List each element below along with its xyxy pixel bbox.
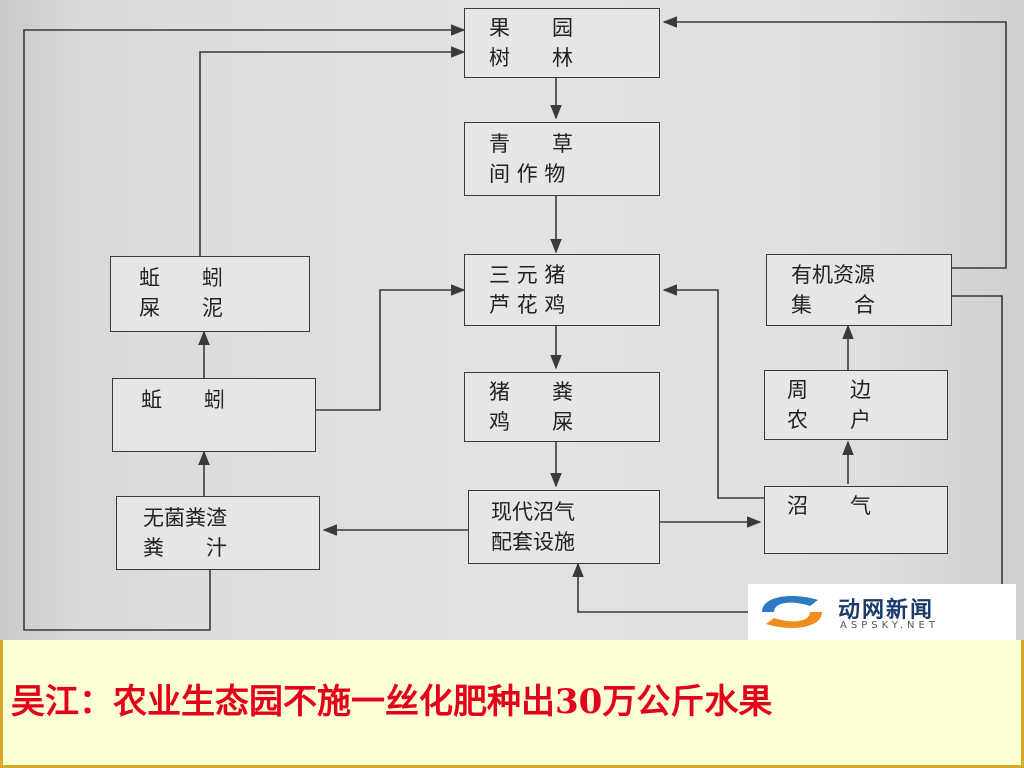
biogas-facility-line-1: 现代沼气 xyxy=(491,500,575,524)
manure-node: 猪 粪 鸡 屎 xyxy=(464,372,660,442)
arrow-biogas-to-livestock xyxy=(662,284,764,499)
diagram-photo: 果 园 树 林 青 草 间 作 物 三 元 猪 芦 花 鸡 猪 粪 鸡 屎 现代… xyxy=(0,0,1024,640)
earthworm-line-1: 蚯 蚓 xyxy=(141,388,225,412)
livestock-line-1: 三 元 猪 xyxy=(489,263,566,287)
orchard-node: 果 园 树 林 xyxy=(464,8,660,78)
manure-line-2: 鸡 屎 xyxy=(489,410,573,434)
biogas-node: 沼 气 xyxy=(764,486,948,554)
arrow-organic-to-facility xyxy=(572,295,1003,613)
earthworm-node: 蚯 蚓 xyxy=(112,378,316,452)
farmers-node: 周 边 农 户 xyxy=(764,370,948,440)
residue-line-2: 粪 汁 xyxy=(143,536,227,560)
arrow-castings-to-orchard xyxy=(199,46,466,256)
grass-node: 青 草 间 作 物 xyxy=(464,122,660,196)
news-logo: 动网新闻 ASPSKY.NET xyxy=(748,584,1016,640)
logo-swirl-icon xyxy=(762,596,822,628)
residue-node: 无菌粪渣 粪 汁 xyxy=(116,496,320,570)
caption-banner: 吴江：农业生态园不施一丝化肥种出30万公斤水果 xyxy=(0,640,1024,768)
orchard-line-2: 树 林 xyxy=(489,46,573,70)
worm-castings-node: 蚯 蚓 屎 泥 xyxy=(110,256,310,332)
castings-line-2: 屎 泥 xyxy=(139,296,223,320)
biogas-line-1: 沼 气 xyxy=(787,494,871,518)
farmers-line-1: 周 边 xyxy=(787,378,871,402)
logo-name: 动网新闻 xyxy=(838,598,935,623)
arrow-organic-to-orchard xyxy=(662,16,1007,269)
residue-line-1: 无菌粪渣 xyxy=(143,506,227,530)
flow-arrows xyxy=(23,16,1007,631)
manure-line-1: 猪 粪 xyxy=(489,380,573,404)
livestock-node: 三 元 猪 芦 花 鸡 xyxy=(464,254,660,326)
logo-domain: ASPSKY.NET xyxy=(840,620,939,631)
arrow-residue-to-orchard xyxy=(23,24,466,631)
organic-resources-node: 有机资源 集 合 xyxy=(766,254,952,326)
orchard-line-1: 果 园 xyxy=(489,16,573,40)
organic-line-1: 有机资源 xyxy=(791,263,875,287)
organic-line-2: 集 合 xyxy=(791,293,875,317)
biogas-facility-line-2: 配套设施 xyxy=(491,530,575,554)
caption-text: 吴江：农业生态园不施一丝化肥种出30万公斤水果 xyxy=(11,682,773,722)
arrow-earthworm-to-livestock xyxy=(316,284,466,411)
farmers-line-2: 农 户 xyxy=(787,408,871,432)
castings-line-1: 蚯 蚓 xyxy=(139,266,223,290)
livestock-line-2: 芦 花 鸡 xyxy=(489,293,566,317)
grass-line-1: 青 草 xyxy=(489,132,573,156)
grass-line-2: 间 作 物 xyxy=(489,162,566,186)
biogas-facility-node: 现代沼气 配套设施 xyxy=(468,490,660,564)
